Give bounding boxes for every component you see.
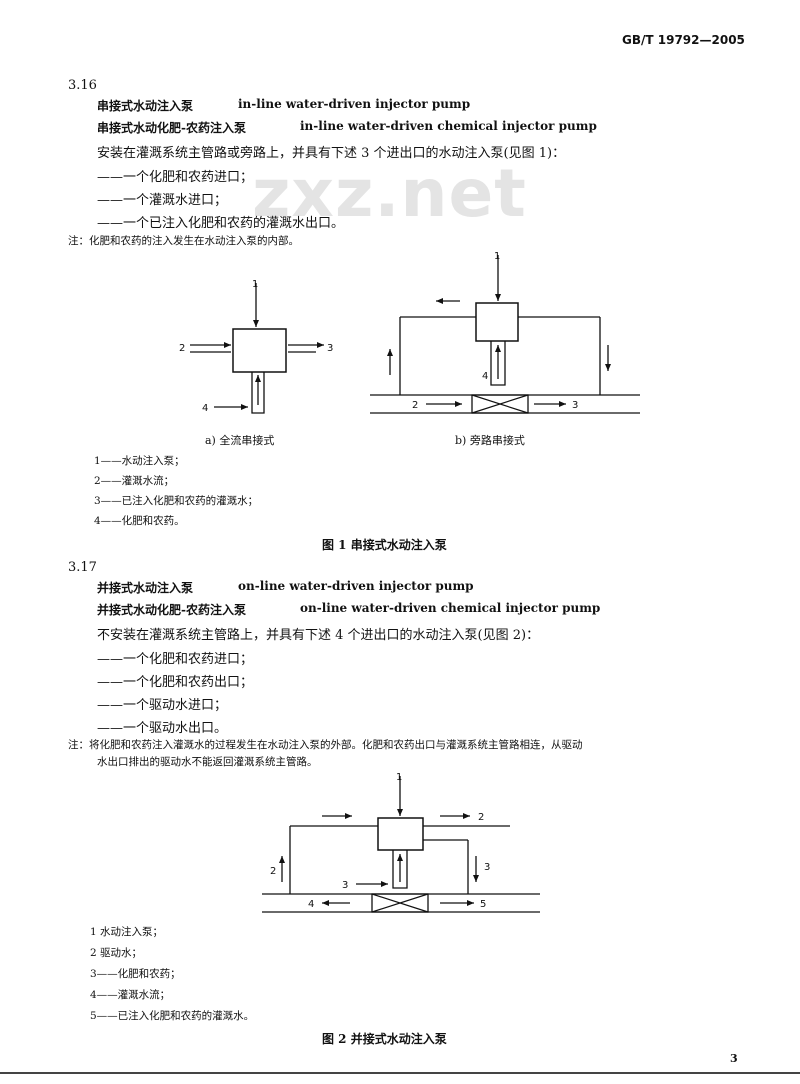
legend-item: 3——化肥和农药；: [90, 968, 181, 980]
list-item: ——一个灌溉水进口；: [97, 193, 228, 208]
callout-3: 3: [342, 880, 348, 891]
page-number: 3: [730, 1052, 738, 1065]
chemical-tank: [392, 850, 408, 889]
legend-item: 2 驱动水；: [90, 947, 143, 959]
callout-3: 3: [572, 400, 578, 411]
callout-3-right: 3: [484, 862, 490, 873]
callout-3: 3: [327, 343, 333, 354]
pump-box: [377, 817, 424, 851]
watermark: zxz.net: [252, 155, 527, 232]
figure-1-caption: 图 1 串接式水动注入泵: [322, 538, 447, 552]
term-cn-online-chemical-pump: 并接式水动化肥-农药注入泵: [97, 603, 246, 617]
list-item: ——一个已注入化肥和农药的灌溉水出口。: [97, 216, 345, 231]
list-item: ——一个化肥和农药进口；: [97, 170, 254, 185]
valve: [471, 394, 529, 414]
section-number-3-16: 3.16: [68, 78, 97, 93]
callout-1: 1: [494, 251, 500, 262]
figure-2-caption: 图 2 并接式水动注入泵: [322, 1032, 447, 1046]
note-3-16: 注：化肥和农药的注入发生在水动注入泵的内部。: [68, 235, 299, 247]
term-en-online-pump: on-line water-driven injector pump: [238, 579, 474, 593]
figure-1b-bypass: 1 2 3 4: [370, 251, 640, 414]
valve: [371, 893, 429, 913]
figure-1b-label: b) 旁路串接式: [455, 434, 525, 447]
chemical-tank: [490, 341, 506, 386]
callout-4: 4: [202, 403, 208, 414]
callout-4: 4: [308, 899, 314, 910]
list-item: ——一个化肥和农药出口；: [97, 675, 254, 690]
term-cn-online-pump: 并接式水动注入泵: [97, 581, 194, 595]
term-cn-inline-pump: 串接式水动注入泵: [97, 99, 194, 113]
list-item: ——一个驱动水进口；: [97, 698, 228, 713]
legend-item: 2——灌溉水流；: [94, 475, 175, 487]
callout-1: 1: [396, 772, 402, 783]
list-item: ——一个驱动水出口。: [97, 721, 228, 736]
definition-3-17: 不安装在灌溉系统主管路上，并具有下述 4 个进出口的水动注入泵(见图 2)：: [97, 628, 540, 643]
legend-item: 1——水动注入泵；: [94, 455, 185, 467]
callout-5: 5: [480, 899, 486, 910]
callout-2: 2: [412, 400, 418, 411]
term-en-online-chemical-pump: on-line water-driven chemical injector p…: [300, 601, 601, 615]
callout-1: 1: [252, 279, 258, 290]
figure-1a-full-flow: 1 2 3 4: [179, 279, 333, 414]
term-cn-inline-chemical-pump: 串接式水动化肥-农药注入泵: [97, 121, 246, 135]
legend-item: 3——已注入化肥和农药的灌溉水；: [94, 495, 259, 507]
chemical-tank: [251, 372, 265, 414]
standard-code: GB/T 19792—2005: [622, 33, 745, 47]
pump-box: [232, 328, 287, 373]
callout-2-left: 2: [270, 866, 276, 877]
figure-2-diagram: 1 2 2 3 3 4 5: [262, 772, 540, 913]
term-en-inline-chemical-pump: in-line water-driven chemical injector p…: [300, 119, 597, 133]
figure-1-diagram: 1 2 3 4 1 2 3 4: [179, 251, 640, 414]
callout-2-top: 2: [478, 812, 484, 823]
callout-4: 4: [482, 371, 488, 382]
note-3-17-line-2: 水出口排出的驱动水不能返回灌溉系统主管路。: [97, 756, 318, 768]
definition-3-16: 安装在灌溉系统主管路或旁路上，并具有下述 3 个进出口的水动注入泵(见图 1)：: [97, 146, 566, 161]
pump-box: [475, 302, 519, 342]
legend-item: 1 水动注入泵；: [90, 926, 164, 938]
callout-2: 2: [179, 343, 185, 354]
legend-item: 5——已注入化肥和农药的灌溉水。: [90, 1010, 255, 1022]
section-number-3-17: 3.17: [68, 560, 97, 575]
legend-item: 4——化肥和农药。: [94, 515, 185, 527]
figure-1a-label: a) 全流串接式: [205, 434, 275, 447]
bottom-rule: [0, 1072, 800, 1074]
note-3-17-line-1: 注：将化肥和农药注入灌溉水的过程发生在水动注入泵的外部。化肥和农药出口与灌溉系统…: [68, 739, 583, 751]
legend-item: 4——灌溉水流；: [90, 989, 171, 1001]
term-en-inline-pump: in-line water-driven injector pump: [238, 97, 471, 111]
list-item: ——一个化肥和农药进口；: [97, 652, 254, 667]
